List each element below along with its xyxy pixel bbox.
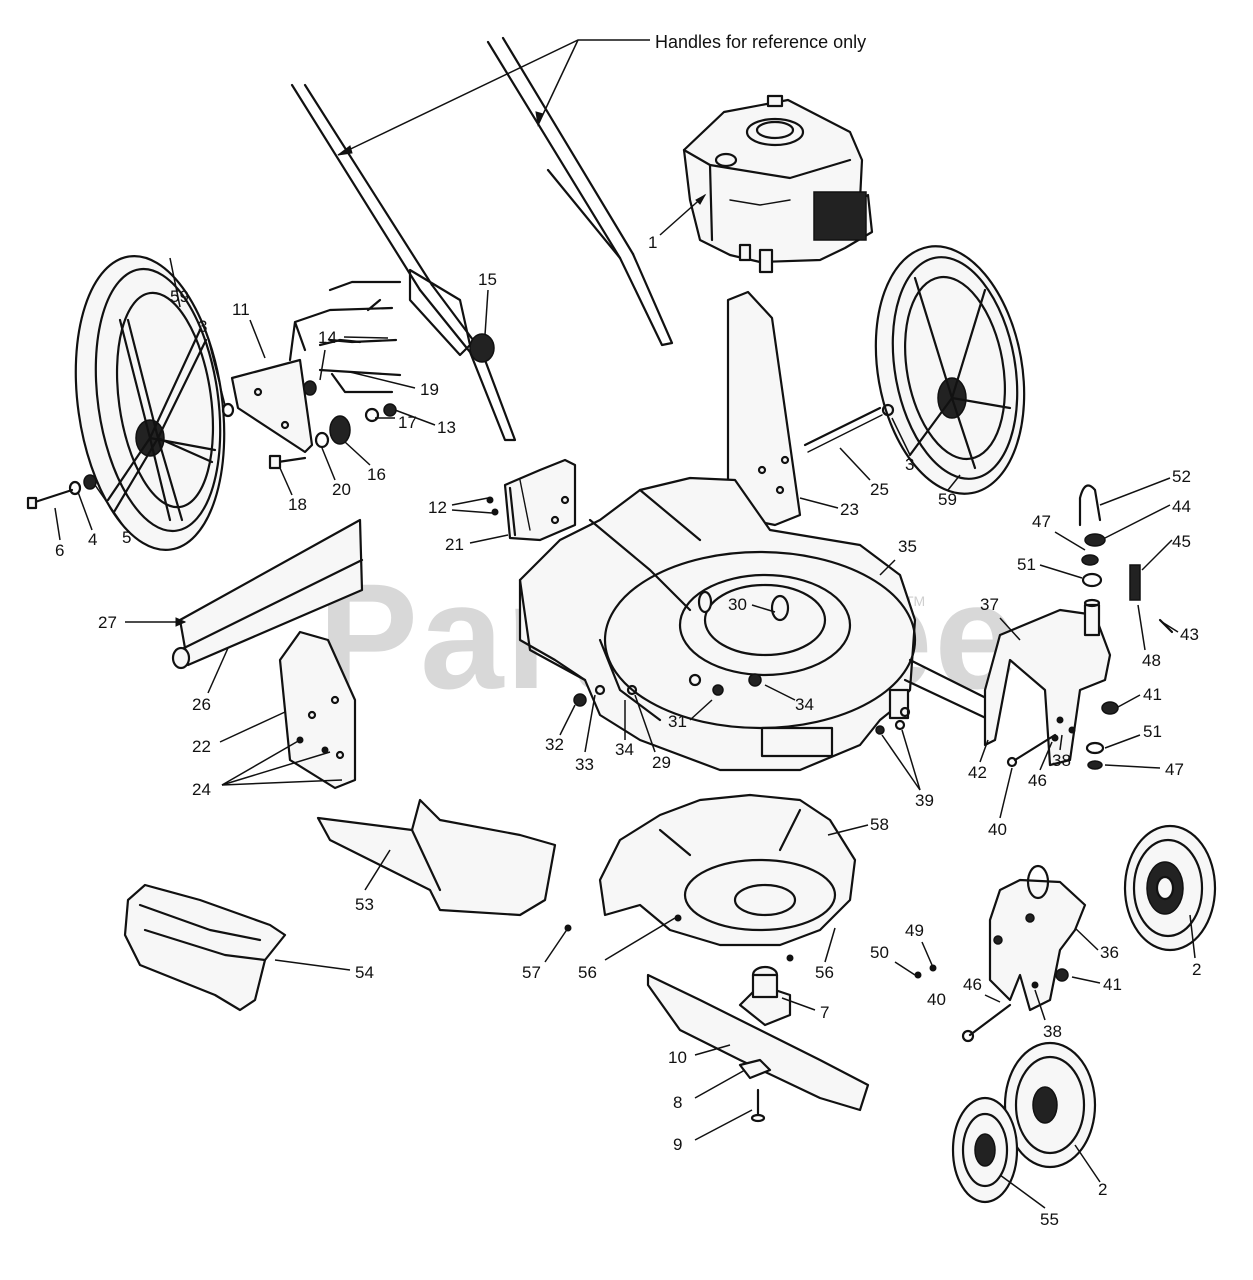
callout-38a: 38 bbox=[1052, 751, 1071, 770]
chute-53 bbox=[316, 798, 557, 917]
front-wheel-lower bbox=[951, 1041, 1097, 1204]
callout-59a: 59 bbox=[170, 287, 189, 306]
axle-rear bbox=[803, 403, 895, 453]
callout-57: 57 bbox=[522, 963, 541, 982]
callout-55: 55 bbox=[1040, 1210, 1059, 1229]
callout-50: 50 bbox=[870, 943, 889, 962]
callout-29: 29 bbox=[652, 753, 671, 772]
callout-40b: 40 bbox=[927, 990, 946, 1009]
callout-7: 7 bbox=[820, 1003, 829, 1022]
callout-31: 31 bbox=[668, 712, 687, 731]
front-bolts bbox=[875, 706, 1059, 768]
front-pivot-parts bbox=[1078, 484, 1174, 770]
callout-40a: 40 bbox=[988, 820, 1007, 839]
callout-21: 21 bbox=[445, 535, 464, 554]
callout-46b: 46 bbox=[963, 975, 982, 994]
callout-36: 36 bbox=[1100, 943, 1119, 962]
handles-note-text: Handles for reference only bbox=[655, 32, 866, 52]
callout-51a: 51 bbox=[1017, 555, 1036, 574]
callout-42: 42 bbox=[968, 763, 987, 782]
callout-25: 25 bbox=[870, 480, 889, 499]
callout-20: 20 bbox=[332, 480, 351, 499]
callout-47b: 47 bbox=[1165, 760, 1184, 779]
callout-14: 14 bbox=[318, 328, 337, 347]
callout-16: 16 bbox=[367, 465, 386, 484]
bag-54 bbox=[123, 883, 287, 1012]
mower-deck bbox=[518, 476, 992, 772]
callout-27: 27 bbox=[98, 613, 117, 632]
bracket-22 bbox=[278, 630, 357, 790]
callout-2a: 2 bbox=[1192, 960, 1201, 979]
callout-13: 13 bbox=[437, 418, 456, 437]
callout-15: 15 bbox=[478, 270, 497, 289]
callout-26: 26 bbox=[192, 695, 211, 714]
callout-58: 58 bbox=[870, 815, 889, 834]
callout-46a: 46 bbox=[1028, 771, 1047, 790]
handles-note: Handles for reference only bbox=[337, 32, 866, 156]
callout-19: 19 bbox=[420, 380, 439, 399]
callout-34b: 34 bbox=[795, 695, 814, 714]
handle-left bbox=[290, 83, 517, 442]
callout-22: 22 bbox=[192, 737, 211, 756]
callout-3b: 3 bbox=[905, 455, 914, 474]
callout-41a: 41 bbox=[1143, 685, 1162, 704]
callout-48: 48 bbox=[1142, 651, 1161, 670]
callouts: 1 2 2 3 3 4 5 6 7 8 9 10 11 12 13 14 15 … bbox=[54, 193, 1201, 1229]
callout-34a: 34 bbox=[615, 740, 634, 759]
handle-right bbox=[486, 36, 674, 347]
callout-12: 12 bbox=[428, 498, 447, 517]
baffle-58 bbox=[564, 793, 857, 962]
callout-37: 37 bbox=[980, 595, 999, 614]
wheel-left bbox=[74, 254, 226, 552]
callout-11: 11 bbox=[232, 300, 250, 319]
callout-1: 1 bbox=[648, 233, 657, 252]
callout-49: 49 bbox=[905, 921, 924, 940]
callout-38b: 38 bbox=[1043, 1022, 1062, 1041]
callout-4: 4 bbox=[88, 530, 97, 549]
callout-43: 43 bbox=[1180, 625, 1199, 644]
callout-51b: 51 bbox=[1143, 722, 1162, 741]
height-adjuster bbox=[221, 268, 495, 470]
callout-9: 9 bbox=[673, 1135, 682, 1154]
callout-45: 45 bbox=[1172, 532, 1191, 551]
callout-5: 5 bbox=[122, 528, 131, 547]
callout-23: 23 bbox=[840, 500, 859, 519]
callout-44: 44 bbox=[1172, 497, 1191, 516]
callout-30: 30 bbox=[728, 595, 747, 614]
callout-2b: 2 bbox=[1098, 1180, 1107, 1199]
callout-52: 52 bbox=[1172, 467, 1191, 486]
callout-59b: 59 bbox=[938, 490, 957, 509]
blade-assembly bbox=[646, 965, 870, 1123]
callout-56a: 56 bbox=[578, 963, 597, 982]
callout-10: 10 bbox=[668, 1048, 687, 1067]
callout-56b: 56 bbox=[815, 963, 834, 982]
callout-54: 54 bbox=[355, 963, 374, 982]
callout-17: 17 bbox=[398, 413, 417, 432]
front-wheel-upper bbox=[1123, 824, 1217, 952]
callout-39: 39 bbox=[915, 791, 934, 810]
callout-18: 18 bbox=[288, 495, 307, 514]
rear-shield bbox=[171, 518, 364, 670]
wheel-right bbox=[874, 245, 1026, 495]
callout-47a: 47 bbox=[1032, 512, 1051, 531]
callout-3a: 3 bbox=[198, 317, 207, 336]
bracket-21 bbox=[486, 458, 577, 542]
callout-8: 8 bbox=[673, 1093, 682, 1112]
callout-24: 24 bbox=[192, 780, 211, 799]
engine bbox=[682, 94, 874, 274]
callout-33: 33 bbox=[575, 755, 594, 774]
callout-6: 6 bbox=[55, 541, 64, 560]
callout-41b: 41 bbox=[1103, 975, 1122, 994]
callout-53: 53 bbox=[355, 895, 374, 914]
front-axle-36 bbox=[914, 864, 1087, 1043]
callout-35: 35 bbox=[898, 537, 917, 556]
left-hub-hardware bbox=[26, 474, 97, 510]
callout-32: 32 bbox=[545, 735, 564, 754]
